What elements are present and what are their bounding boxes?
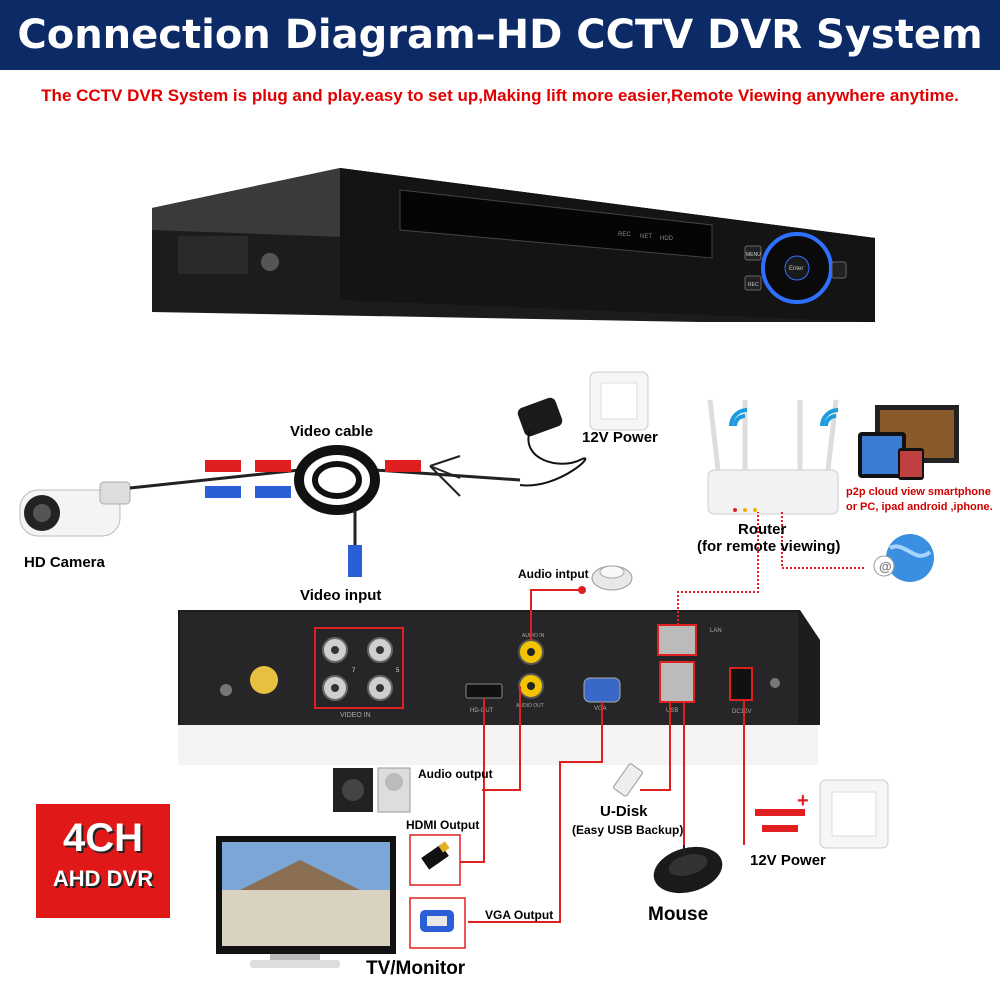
- tv-monitor-image: [216, 836, 396, 968]
- front-enter-button: Enter: [789, 266, 803, 272]
- front-indicator-rec: REC: [618, 232, 631, 238]
- page-title: Connection Diagram–HD CCTV DVR System: [0, 0, 1000, 70]
- label-12v-power-bottom: 12V Power: [750, 852, 826, 869]
- label-vga-output: VGA Output: [485, 908, 554, 922]
- svg-text:+: +: [797, 790, 809, 812]
- back-label-hd-out: HD-OUT: [470, 708, 494, 714]
- remote-devices-image: [858, 405, 959, 480]
- channel-number-2: 5: [396, 668, 400, 674]
- front-indicator-hdd: HDD: [660, 236, 674, 242]
- dvr-back-panel: VIDEO IN HD-OUT AUDIO IN AUDIO OUT VGA U…: [178, 610, 820, 725]
- label-hdmi-output: HDMI Output: [406, 818, 480, 832]
- usb-ports: [659, 661, 695, 703]
- label-p2p-line1: p2p cloud view smartphone: [846, 486, 991, 498]
- back-label-usb: USB: [666, 708, 678, 714]
- video-in-ports: [314, 627, 404, 709]
- back-label-dc: DC12V: [732, 709, 751, 715]
- front-left-knob: [261, 253, 279, 271]
- vga-port: [583, 677, 621, 703]
- hd-camera-image: [19, 481, 131, 537]
- back-label-vga: VGA: [594, 706, 607, 712]
- vent-grille: [178, 236, 248, 274]
- label-12v-power-top: 12V Power: [582, 429, 658, 446]
- label-video-cable: Video cable: [290, 423, 374, 440]
- speakers-image: [333, 767, 411, 813]
- back-label-audio-in: AUDIO IN: [522, 633, 545, 639]
- wifi-signal-icon: [729, 408, 839, 427]
- back-label-audio-out: AUDIO OUT: [516, 703, 544, 709]
- usb-disk-image: [613, 763, 643, 797]
- lan-port: [657, 624, 697, 656]
- subtitle: The CCTV DVR System is plug and play.eas…: [41, 86, 959, 105]
- back-label-lan: LAN: [710, 628, 722, 634]
- label-hd-camera: HD Camera: [24, 554, 105, 571]
- dvr-front: REC NET HDD MENU REC Enter: [152, 168, 875, 322]
- router-image: [707, 399, 839, 515]
- wall-socket-bottom: [819, 779, 889, 849]
- label-audio-input: Audio intput: [518, 567, 589, 581]
- front-rec-button: REC: [748, 282, 759, 288]
- vga-cable-image: [409, 897, 466, 949]
- label-video-input: Video input: [300, 587, 382, 604]
- hdmi-port: [465, 683, 503, 699]
- label-router-sub: (for remote viewing): [697, 538, 841, 555]
- microphone-image: [578, 565, 633, 594]
- dc-power-symbol-icon: +: [755, 790, 809, 832]
- hdmi-cable-image: [409, 834, 461, 886]
- front-menu-button: MENU: [746, 252, 761, 258]
- svg-text:@: @: [879, 559, 892, 574]
- label-tv-monitor: TV/Monitor: [366, 958, 466, 979]
- label-mouse: Mouse: [648, 904, 709, 925]
- label-audio-output: Audio output: [418, 767, 493, 781]
- badge-line2: AHD DVR: [52, 866, 154, 891]
- channel-number-1: 7: [352, 668, 356, 674]
- label-p2p-line2: or PC, ipad android ,iphone.: [846, 501, 993, 513]
- mouse-image: [653, 845, 723, 894]
- label-router: Router: [738, 521, 787, 538]
- badge-line1: 4CH: [62, 816, 144, 860]
- dc-power-port: [729, 667, 753, 701]
- back-label-video-in: VIDEO IN: [340, 712, 371, 719]
- connection-wires: [460, 512, 865, 923]
- 4ch-ahd-dvr-badge: 4CH AHD DVR: [36, 804, 170, 918]
- warning-sticker: [250, 666, 278, 694]
- globe-icon: @: [873, 534, 934, 582]
- video-cable-image: [129, 445, 521, 577]
- label-u-disk-sub: (Easy USB Backup): [572, 823, 684, 837]
- label-u-disk: U-Disk: [600, 803, 648, 820]
- front-indicator-net: NET: [640, 234, 652, 240]
- power-adapter-image: [517, 371, 649, 487]
